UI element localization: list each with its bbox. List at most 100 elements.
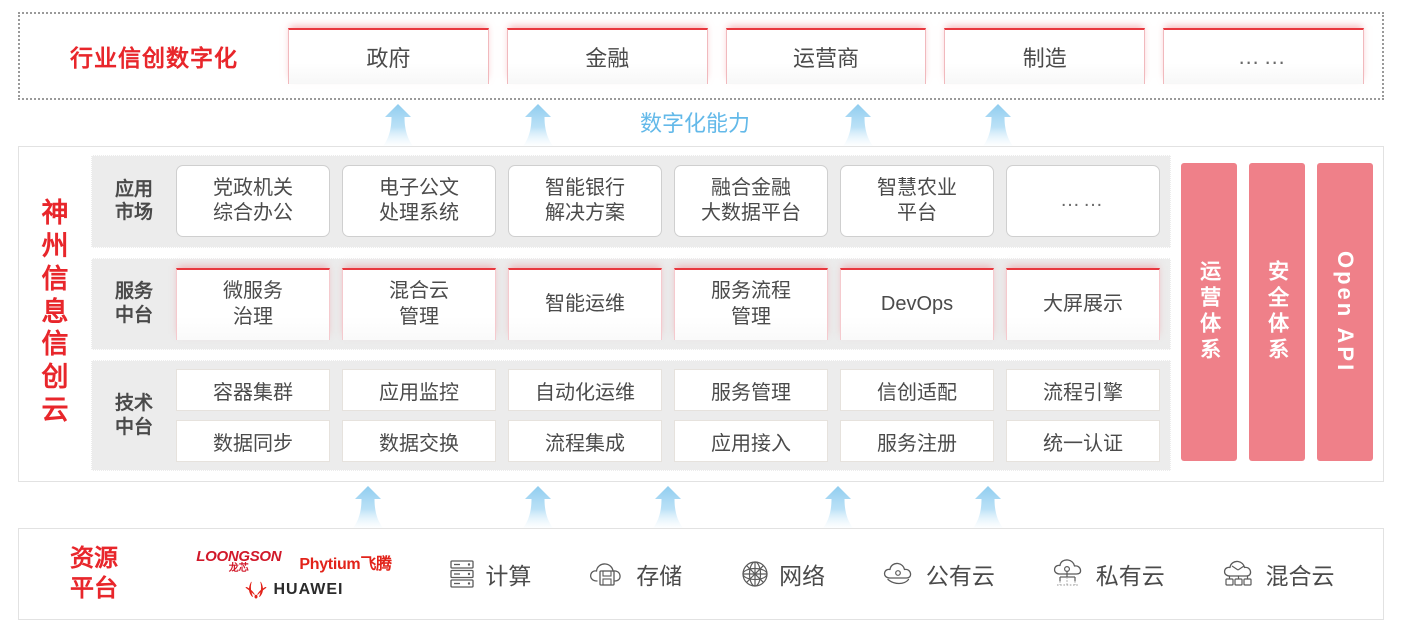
- service-card-line1: 服务流程: [711, 280, 791, 303]
- service-card-dashboard[interactable]: 大屏展示: [1006, 267, 1160, 340]
- network-icon: [742, 561, 768, 587]
- vendor-logo-row-1: LOONGSON 龙芯 Phytium飞腾: [196, 549, 392, 574]
- app-card-line1: 智慧农业: [877, 176, 957, 199]
- app-card-line2: 处理系统: [379, 202, 459, 225]
- industry-band-title: 行业信创数字化: [70, 45, 238, 71]
- cloud-platform-title-char: 息: [41, 296, 69, 327]
- pillar-column-group: 运营体系 安全体系 Open API: [1181, 155, 1373, 471]
- industry-card-finance[interactable]: 金融: [506, 28, 708, 84]
- app-card-line2: 平台: [897, 202, 937, 225]
- app-card-smart-agriculture[interactable]: 智慧农业平台: [840, 165, 994, 238]
- resource-item-network[interactable]: 网络: [739, 557, 825, 591]
- resource-item-storage[interactable]: 存储: [588, 557, 682, 591]
- app-card-smart-banking[interactable]: 智能银行解决方案: [508, 165, 662, 238]
- up-arrow-icon: [820, 486, 856, 528]
- cloud-platform-body: 应用 市场 党政机关综合办公 电子公文处理系统 智能银行解决方案: [91, 147, 1383, 481]
- band-label-line2: 市场: [114, 202, 153, 224]
- industry-card-manufacturing[interactable]: 制造: [944, 28, 1146, 84]
- band-label-line1: 技术: [114, 392, 153, 414]
- tech-card-data-sync[interactable]: 数据同步: [176, 420, 330, 462]
- industry-card-government[interactable]: 政府: [288, 28, 489, 84]
- service-card-line2: 治理: [233, 305, 273, 328]
- tech-card-xinchuang-adaptation[interactable]: 信创适配: [840, 369, 994, 411]
- loongson-logo-cn: 龙芯: [228, 563, 249, 574]
- service-card-aiops[interactable]: 智能运维: [508, 267, 662, 340]
- app-card-line2: 大数据平台: [701, 202, 801, 225]
- pillar-open-api[interactable]: Open API: [1317, 163, 1373, 461]
- service-card-hybrid-cloud-management[interactable]: 混合云管理: [342, 267, 496, 340]
- industry-card-more[interactable]: ……: [1163, 28, 1364, 84]
- resource-item-list: 计算 存储: [419, 557, 1383, 591]
- resource-item-label: 存储: [636, 563, 683, 589]
- app-card-more[interactable]: ……: [1006, 165, 1160, 238]
- service-card-microservice-governance[interactable]: 微服务治理: [176, 267, 330, 340]
- band-service-platform: 服务 中台 微服务治理 混合云管理 智能运维: [91, 257, 1171, 350]
- up-arrow-icon: [520, 486, 556, 528]
- loongson-logo-wordmark: LOONGSON: [196, 548, 282, 565]
- resource-item-private-cloud[interactable]: 私有云: [1052, 557, 1165, 591]
- pillar-label: 运营体系: [1197, 260, 1221, 364]
- service-card-process-management[interactable]: 服务流程管理: [674, 267, 828, 340]
- band-label-application-market: 应用 市场: [102, 178, 166, 226]
- app-card-government-office[interactable]: 党政机关综合办公: [176, 165, 330, 238]
- public-cloud-icon: [883, 562, 912, 585]
- industry-card-list: 政府 金融 运营商 制造 ……: [288, 28, 1382, 84]
- service-card-line1: 混合云: [389, 280, 449, 303]
- app-card-line1: 电子公文: [379, 176, 459, 199]
- resource-item-public-cloud[interactable]: 公有云: [882, 557, 995, 591]
- tech-card-service-registry[interactable]: 服务注册: [840, 420, 994, 462]
- service-card-line1: 智能运维: [545, 292, 625, 315]
- band-tech-platform: 技术 中台 容器集群 应用监控 自动化运维 服务管理 信创适配 流程引擎 数据同…: [91, 360, 1171, 471]
- tech-platform-items: 容器集群 应用监控 自动化运维 服务管理 信创适配 流程引擎 数据同步 数据交换…: [176, 369, 1160, 462]
- resource-platform-panel: 资源 平台 LOONGSON 龙芯 Phytium飞腾: [18, 528, 1384, 620]
- pillar-label: Open API: [1333, 250, 1358, 374]
- tech-card-app-monitoring[interactable]: 应用监控: [342, 369, 496, 411]
- app-card-line1: 党政机关: [213, 176, 293, 199]
- band-application-market: 应用 市场 党政机关综合办公 电子公文处理系统 智能银行解决方案: [91, 155, 1171, 248]
- pillar-operations-system[interactable]: 运营体系: [1181, 163, 1237, 461]
- resource-item-compute[interactable]: 计算: [447, 557, 531, 591]
- tech-card-data-exchange[interactable]: 数据交换: [342, 420, 496, 462]
- app-card-edoc-system[interactable]: 电子公文处理系统: [342, 165, 496, 238]
- capability-label: 数字化能力: [640, 111, 751, 136]
- band-label-line1: 应用: [114, 178, 153, 200]
- cloud-platform-title-char: 信: [41, 329, 69, 360]
- up-arrow-icon: [970, 486, 1006, 528]
- band-label-tech-platform: 技术 中台: [102, 392, 166, 440]
- tech-card-automated-ops[interactable]: 自动化运维: [508, 369, 662, 411]
- up-arrow-icon: [840, 104, 876, 146]
- tech-card-container-cluster[interactable]: 容器集群: [176, 369, 330, 411]
- cloud-platform-panel: 神州信息信创云 应用 市场 党政机关综合办公 电子公文处理系统: [18, 146, 1384, 482]
- cloud-platform-title: 神州信息信创云: [19, 147, 91, 481]
- app-card-line2: 综合办公: [213, 202, 293, 225]
- resource-title-line1: 资源: [70, 545, 118, 572]
- vendor-logo-group: LOONGSON 龙芯 Phytium飞腾: [169, 549, 419, 599]
- app-card-fintech-bigdata[interactable]: 融合金融大数据平台: [674, 165, 828, 238]
- industry-card-telecom[interactable]: 运营商: [725, 28, 927, 84]
- tech-card-service-management[interactable]: 服务管理: [674, 369, 828, 411]
- server-icon: [450, 560, 475, 588]
- up-arrow-icon: [380, 104, 416, 146]
- resource-item-label: 网络: [779, 563, 826, 589]
- capability-arrow-strip: 数字化能力: [0, 100, 1402, 146]
- up-arrow-icon: [520, 104, 556, 146]
- tech-card-process-engine[interactable]: 流程引擎: [1006, 369, 1160, 411]
- up-arrow-icon: [650, 486, 686, 528]
- resource-item-label: 混合云: [1265, 563, 1335, 589]
- pillar-security-system[interactable]: 安全体系: [1249, 163, 1305, 461]
- service-card-line2: 管理: [731, 305, 771, 328]
- tech-card-app-access[interactable]: 应用接入: [674, 420, 828, 462]
- pillar-label: 安全体系: [1265, 260, 1289, 364]
- app-card-line2: 解决方案: [545, 202, 625, 225]
- cloud-platform-title-char: 神: [41, 197, 69, 228]
- tech-card-unified-auth[interactable]: 统一认证: [1006, 420, 1160, 462]
- tech-card-process-integration[interactable]: 流程集成: [508, 420, 662, 462]
- service-card-devops[interactable]: DevOps: [840, 267, 994, 340]
- resource-title-line2: 平台: [70, 575, 118, 602]
- hybrid-cloud-icon: [1223, 560, 1252, 586]
- resource-item-hybrid-cloud[interactable]: 混合云: [1222, 557, 1335, 591]
- cloud-platform-title-char: 创: [41, 362, 69, 393]
- cloud-platform-title-char: 州: [41, 230, 69, 261]
- up-arrow-icon: [350, 486, 386, 528]
